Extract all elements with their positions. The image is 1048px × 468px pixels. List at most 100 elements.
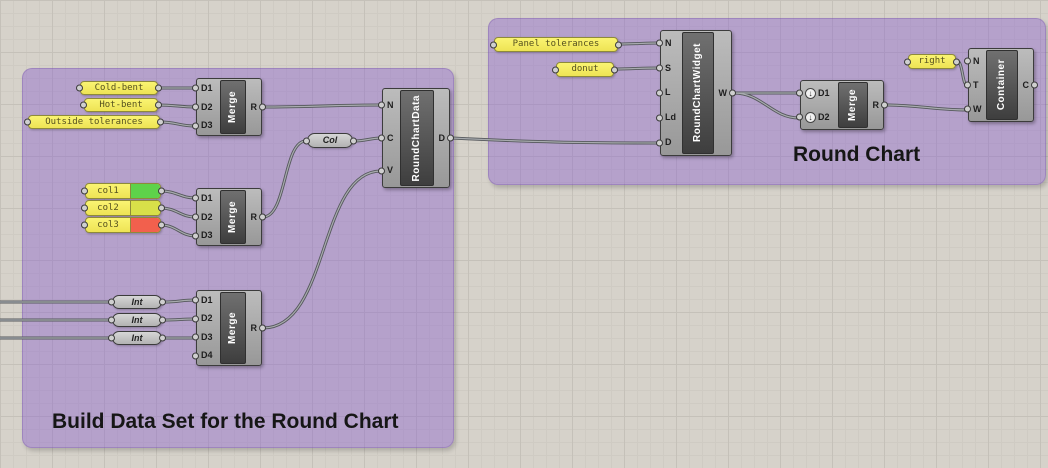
- param-input-port[interactable]: [108, 316, 115, 324]
- panel-outside-tolerances[interactable]: Outside tolerances: [24, 115, 164, 129]
- output-port[interactable]: [1031, 81, 1038, 89]
- param-output-port[interactable]: [159, 298, 166, 306]
- panel-output-port[interactable]: [953, 58, 960, 65]
- panel-donut[interactable]: donut: [552, 62, 618, 77]
- panel-input-port[interactable]: [24, 118, 31, 126]
- input-port[interactable]: [656, 89, 663, 97]
- input-port[interactable]: [192, 194, 199, 202]
- output-port[interactable]: [447, 134, 454, 142]
- input-port[interactable]: [378, 101, 385, 109]
- component-name: RoundChartData: [411, 94, 422, 182]
- panel-input-port[interactable]: [490, 41, 497, 48]
- input-port[interactable]: [192, 213, 199, 221]
- panel-output-port[interactable]: [157, 118, 164, 126]
- component-nameplate[interactable]: Merge: [838, 82, 868, 128]
- param-output-port[interactable]: [159, 334, 166, 342]
- input-port[interactable]: [656, 139, 663, 147]
- component-nameplate[interactable]: Container: [986, 50, 1018, 120]
- input-label: D1: [201, 192, 213, 203]
- input-port[interactable]: [192, 352, 199, 360]
- panel-input-port[interactable]: [552, 66, 559, 73]
- panel-text: Outside tolerances: [45, 116, 143, 127]
- component-name: Merge: [227, 312, 238, 344]
- component-nameplate[interactable]: Merge: [220, 292, 246, 364]
- panel-input-port[interactable]: [76, 84, 83, 92]
- input-port[interactable]: [656, 114, 663, 122]
- input-label: D4: [201, 350, 213, 361]
- round-chart-data-component[interactable]: N C V RoundChartData D: [378, 88, 454, 188]
- output-port[interactable]: [881, 101, 888, 109]
- output-port[interactable]: [259, 213, 266, 221]
- input-label: D2: [201, 211, 213, 222]
- panel-output-port[interactable]: [158, 204, 165, 212]
- param-output-port[interactable]: [350, 137, 357, 144]
- output-port[interactable]: [259, 324, 266, 332]
- input-port[interactable]: [796, 89, 803, 97]
- panel-input-port[interactable]: [81, 204, 88, 212]
- param-output-port[interactable]: [159, 316, 166, 324]
- input-label: N: [973, 55, 980, 66]
- input-port[interactable]: [192, 232, 199, 240]
- input-port[interactable]: [192, 315, 199, 323]
- param-input-port[interactable]: [108, 298, 115, 306]
- panel-text: col1: [97, 185, 119, 196]
- param-input-port[interactable]: [108, 334, 115, 342]
- panel-input-port[interactable]: [81, 221, 88, 229]
- panel-output-port[interactable]: [158, 221, 165, 229]
- panel-output-port[interactable]: [158, 187, 165, 195]
- panel-col3[interactable]: col3: [81, 217, 165, 233]
- round-chart-widget-component[interactable]: N S L Ld D RoundChartWidget W: [656, 30, 736, 156]
- param-int-3[interactable]: Int: [108, 331, 166, 345]
- input-port[interactable]: [192, 333, 199, 341]
- panel-right[interactable]: right: [904, 54, 960, 69]
- panel-col1[interactable]: col1: [81, 183, 165, 199]
- component-nameplate[interactable]: RoundChartData: [400, 90, 434, 186]
- flatten-icon[interactable]: ↓: [805, 111, 816, 123]
- input-port[interactable]: [796, 113, 803, 121]
- input-port[interactable]: [378, 167, 385, 175]
- input-port[interactable]: [656, 39, 663, 47]
- input-port[interactable]: [192, 84, 199, 92]
- panel-input-port[interactable]: [81, 187, 88, 195]
- panel-panel-tolerances[interactable]: Panel tolerances: [490, 37, 622, 52]
- panel-output-port[interactable]: [155, 84, 162, 92]
- param-col[interactable]: Col: [303, 133, 357, 148]
- container-component[interactable]: N T W Container C: [964, 48, 1038, 122]
- panel-output-port[interactable]: [615, 41, 622, 48]
- color-swatch: [130, 218, 160, 232]
- input-port[interactable]: [964, 57, 971, 65]
- input-port[interactable]: [192, 296, 199, 304]
- output-label: D: [438, 132, 446, 143]
- input-port[interactable]: [964, 105, 971, 113]
- flatten-icon[interactable]: ↓: [805, 87, 816, 99]
- param-int-2[interactable]: Int: [108, 313, 166, 327]
- panel-hot-bent[interactable]: Hot-bent: [80, 98, 162, 112]
- panel-cold-bent[interactable]: Cold-bent: [76, 81, 162, 95]
- component-name: Merge: [227, 91, 238, 123]
- panel-input-port[interactable]: [904, 58, 911, 65]
- input-port[interactable]: [192, 122, 199, 130]
- input-label: D2: [818, 111, 830, 122]
- param-input-port[interactable]: [303, 137, 310, 144]
- output-port[interactable]: [259, 103, 266, 111]
- merge1-component[interactable]: D1 D2 D3 Merge R: [192, 78, 266, 136]
- param-int-1[interactable]: Int: [108, 295, 166, 309]
- input-port[interactable]: [964, 81, 971, 89]
- merge2-component[interactable]: D1 D2 D3 Merge R: [192, 188, 266, 246]
- output-port[interactable]: [729, 89, 736, 97]
- panel-input-port[interactable]: [80, 101, 87, 109]
- component-nameplate[interactable]: Merge: [220, 80, 246, 134]
- input-port[interactable]: [656, 64, 663, 72]
- panel-col2[interactable]: col2: [81, 200, 165, 216]
- component-nameplate[interactable]: RoundChartWidget: [682, 32, 714, 154]
- panel-output-port[interactable]: [155, 101, 162, 109]
- output-label: W: [718, 87, 728, 98]
- panel-output-port[interactable]: [611, 66, 618, 73]
- component-nameplate[interactable]: Merge: [220, 190, 246, 244]
- merge4-component[interactable]: ↓D1 ↓D2 Merge R: [796, 80, 888, 130]
- input-port[interactable]: [378, 134, 385, 142]
- merge3-component[interactable]: D1 D2 D3 D4 Merge R: [192, 290, 266, 366]
- input-port[interactable]: [192, 103, 199, 111]
